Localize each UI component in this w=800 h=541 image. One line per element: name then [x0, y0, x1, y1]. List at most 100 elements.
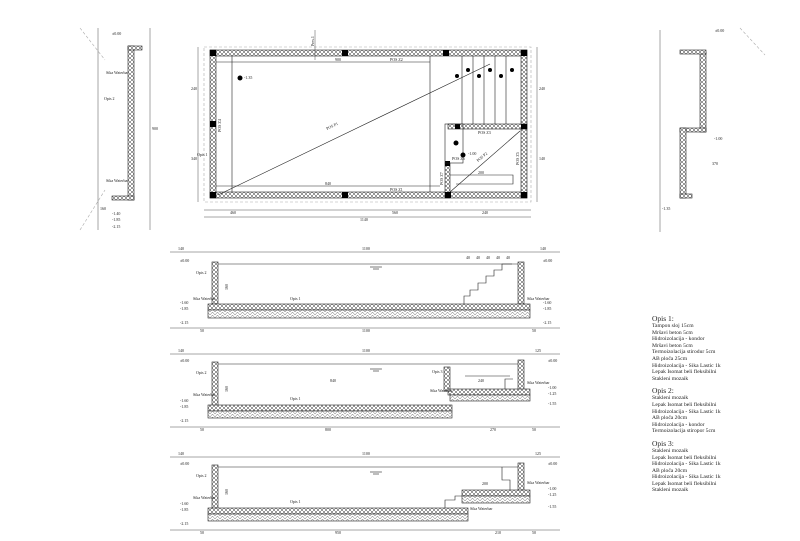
plan-labels: 460 560 240 1140 900 840 200 POS Z2 POS …	[191, 36, 545, 222]
svg-text:50: 50	[200, 328, 204, 333]
svg-text:Opis 2: Opis 2	[196, 270, 207, 275]
svg-text:Opis 2: Opis 2	[196, 370, 207, 375]
svg-text:POS P2: POS P2	[475, 151, 488, 163]
svg-text:240: 240	[539, 86, 545, 91]
svg-text:210: 210	[495, 530, 501, 535]
svg-text:50: 50	[532, 328, 536, 333]
svg-text:±0.00: ±0.00	[548, 358, 557, 363]
svg-text:-1.55: -1.55	[548, 401, 556, 406]
svg-text:50: 50	[532, 427, 536, 432]
section-3	[170, 456, 560, 531]
wall-bottom	[209, 191, 528, 199]
svg-text:-1.60: -1.60	[180, 300, 188, 305]
svg-text:560: 560	[392, 210, 398, 215]
svg-text:Opis 2: Opis 2	[104, 96, 115, 101]
svg-text:-1.60: -1.60	[543, 300, 551, 305]
legend-item: Hidroizolacija - kondor	[652, 336, 705, 343]
section-cut-label: Pres.1	[310, 36, 315, 46]
svg-text:-1.00: -1.00	[548, 486, 556, 491]
legend-item: Stakleni mozaik	[652, 447, 689, 454]
section-2	[170, 353, 560, 428]
legend-item: AB ploča 20cm	[652, 467, 688, 474]
materials-legend: Opis 1: Tampon sloj 15cm Mršavi beton 5c…	[652, 310, 721, 494]
svg-text:Sika Waterbar: Sika Waterbar	[527, 480, 550, 485]
svg-text:40: 40	[506, 255, 510, 260]
svg-text:-1.85: -1.85	[180, 507, 188, 512]
pos-z4-label: POS Z4	[217, 119, 222, 132]
svg-text:-2.15: -2.15	[180, 521, 188, 526]
svg-text:-1.25: -1.25	[548, 391, 556, 396]
svg-text:140: 140	[539, 156, 545, 161]
side-section-right	[659, 27, 766, 232]
svg-text:125: 125	[535, 348, 541, 353]
svg-text:Sika Waterbar: Sika Waterbar	[106, 178, 129, 183]
stair-dims: 40 40 40 40 40	[466, 255, 510, 260]
svg-text:-1.55: -1.55	[548, 504, 556, 509]
svg-text:-2.15: -2.15	[543, 320, 551, 325]
svg-text:900: 900	[152, 126, 158, 131]
svg-text:40: 40	[496, 255, 500, 260]
plan-outline	[203, 46, 532, 203]
legend-item: Hidroizolacija - kondor	[652, 421, 705, 428]
svg-text:460: 460	[230, 210, 236, 215]
svg-text:840: 840	[325, 181, 331, 186]
svg-text:Sika Waterbar: Sika Waterbar	[193, 392, 216, 397]
svg-text:POS Z1: POS Z1	[390, 187, 403, 192]
svg-text:±0.00: ±0.00	[180, 358, 189, 363]
legend-item: Hidroizolacija - Sika Lastic 1k	[652, 474, 721, 481]
svg-text:340: 340	[191, 156, 197, 161]
svg-text:-1.60: -1.60	[180, 398, 188, 403]
svg-text:±0.00: ±0.00	[715, 28, 724, 33]
svg-text:240: 240	[482, 210, 488, 215]
svg-text:±0.00: ±0.00	[112, 31, 121, 36]
svg-text:160: 160	[224, 284, 229, 290]
svg-text:40: 40	[476, 255, 480, 260]
svg-text:240: 240	[478, 378, 484, 383]
svg-text:160: 160	[100, 206, 106, 211]
svg-text:-1.35: -1.35	[662, 206, 670, 211]
svg-text:50: 50	[200, 427, 204, 432]
svg-text:-1.85: -1.85	[112, 217, 120, 222]
svg-text:-1.00: -1.00	[548, 385, 556, 390]
level-marker-icon	[453, 68, 514, 158]
svg-text:Sika Waterbar: Sika Waterbar	[193, 495, 216, 500]
section-1	[170, 251, 560, 329]
svg-text:-1.40: -1.40	[112, 211, 120, 216]
svg-text:270: 270	[490, 427, 496, 432]
svg-text:370: 370	[712, 161, 718, 166]
svg-text:Sika Waterbar: Sika Waterbar	[527, 296, 550, 301]
svg-text:950: 950	[335, 530, 341, 535]
svg-text:1100: 1100	[362, 328, 370, 333]
legend-item: Lepak Isomat beli fleksibilni	[652, 401, 717, 408]
legend-item: Termoizolacija stiropor 5cm	[652, 428, 716, 435]
svg-text:Sika Waterbar: Sika Waterbar	[430, 388, 453, 393]
svg-text:Sika Waterbar: Sika Waterbar	[470, 506, 493, 511]
legend-title: Opis 3:	[652, 438, 674, 448]
svg-text:50: 50	[532, 530, 536, 535]
svg-text:-1.25: -1.25	[548, 492, 556, 497]
svg-text:140: 140	[178, 348, 184, 353]
legend-item: Mršavi beton 5cm	[652, 329, 693, 336]
svg-text:-1.85: -1.85	[180, 404, 188, 409]
legend-item: Hidroizolacija - Sika Lastic 1k	[652, 362, 721, 369]
svg-text:40: 40	[466, 255, 470, 260]
svg-text:±0.00: ±0.00	[548, 461, 557, 466]
svg-text:140: 140	[178, 246, 184, 251]
svg-text:±0.00: ±0.00	[180, 461, 189, 466]
svg-text:40: 40	[486, 255, 490, 260]
svg-text:160: 160	[224, 489, 229, 495]
legend-item: Mršavi beton 5cm	[652, 342, 693, 349]
floor-plan	[197, 30, 538, 218]
svg-text:-1.35: -1.35	[244, 75, 252, 80]
level-marker-icon	[237, 75, 243, 81]
svg-text:Sika Waterbar: Sika Waterbar	[193, 296, 216, 301]
svg-text:1100: 1100	[362, 246, 370, 251]
svg-text:-1.85: -1.85	[543, 306, 551, 311]
svg-text:Opis 1: Opis 1	[197, 152, 208, 157]
svg-text:840: 840	[330, 378, 336, 383]
legend-item: Lepak Isomat beli fleksibilni	[652, 480, 717, 487]
svg-text:125: 125	[535, 451, 541, 456]
legend-item: Hidroizolacija - Sika Lastic 1k	[652, 408, 721, 415]
svg-text:Opis 1: Opis 1	[290, 396, 301, 401]
